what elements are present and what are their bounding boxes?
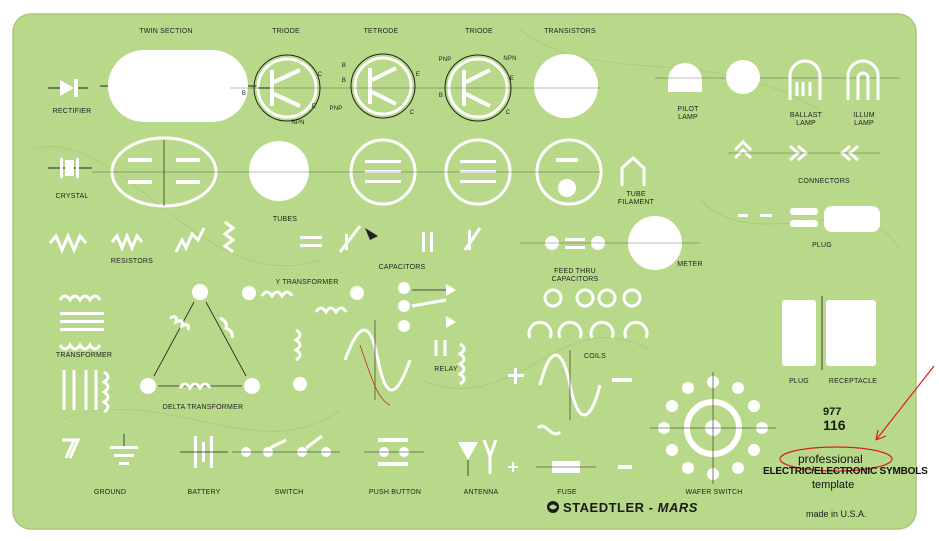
label-receptacle: RECEPTACLE (828, 378, 878, 385)
transformer-symbol-2 (62, 370, 110, 414)
label-capacitors: CAPACITORS (378, 264, 426, 271)
pilot-lamp-circle (726, 60, 760, 94)
label-coils: COILS (583, 353, 607, 360)
label-pilot-lamp-1: PILOT (677, 106, 699, 113)
label-e1-c: E (509, 76, 515, 82)
label-npn-2: NPN (503, 56, 517, 62)
made-in-label: made in U.S.A. (806, 509, 867, 519)
brand-dash: - (644, 500, 658, 515)
label-b2-b: B (341, 78, 347, 84)
label-switch: SWITCH (274, 489, 304, 496)
title-symbols: ELECTRIC/ELECTRONIC SYMBOLS (763, 466, 928, 477)
capacitor-symbols (300, 225, 482, 253)
label-delta-transformer: DELTA TRANSFORMER (162, 404, 244, 411)
label-plug-2: PLUG (789, 378, 809, 385)
crystal-symbol (48, 158, 92, 178)
label-c1-c: C (505, 110, 511, 116)
red-annotation (779, 365, 935, 472)
label-b1-c: B (438, 93, 444, 99)
ground-symbol (62, 434, 138, 465)
label-ballast-lamp-2: LAMP (796, 120, 816, 127)
label-e1-b: E (415, 72, 421, 78)
label-fuse: FUSE (557, 489, 577, 496)
label-transformer: TRANSFORMER (55, 352, 113, 359)
tetrode-transistor (350, 53, 416, 119)
label-e1-a: E (311, 104, 317, 110)
rectifier-symbol (48, 79, 88, 97)
sine-wave-1 (343, 320, 412, 406)
staedtler-logo-icon (547, 501, 559, 513)
label-y-transformer: Y TRANSFORMER (275, 279, 339, 286)
model-number-bottom: 116 (823, 417, 846, 433)
label-twin-section: TWIN SECTION (139, 28, 193, 35)
twin-section-cutout (108, 50, 248, 122)
label-tube-filament-2: FILAMENT (617, 199, 655, 206)
label-meter: METER (677, 261, 703, 268)
label-push-button: PUSH BUTTON (368, 489, 422, 496)
push-button-symbol (364, 438, 424, 466)
model-number-top: 977 (823, 406, 842, 418)
label-pnp-1: PNP (329, 106, 343, 112)
green-plate (12, 13, 917, 530)
label-antenna: ANTENNA (463, 489, 499, 496)
label-b1-a: B (241, 91, 247, 97)
illum-lamp-symbol (846, 59, 880, 100)
battery-symbol (180, 436, 228, 468)
label-illum-lamp-1: ILLUM (853, 112, 875, 119)
label-b1-b: B (341, 63, 347, 69)
ballast-lamp-symbol (788, 59, 822, 100)
y-transformer-symbol (242, 286, 364, 391)
brand-mars: MARS (657, 500, 698, 515)
brand-name: STAEDTLER - MARS (563, 500, 698, 515)
label-feed-thru-2: CAPACITORS (551, 276, 599, 283)
label-triode-1: TRIODE (272, 28, 300, 35)
label-battery: BATTERY (187, 489, 221, 496)
coils-symbol (527, 288, 649, 339)
label-triode-2: TRIODE (465, 28, 493, 35)
plug-symbol (738, 206, 880, 232)
plus-minus-sine (508, 350, 632, 436)
transformer-symbol-1 (58, 294, 104, 351)
fuse-symbol (536, 461, 632, 473)
label-tube-filament-1: TUBE (626, 191, 646, 198)
tube-filament-symbol (620, 155, 646, 186)
label-relay: RELAY (434, 366, 458, 373)
title-professional: professional (798, 452, 863, 466)
label-ground: GROUND (93, 489, 127, 496)
label-illum-lamp-2: LAMP (854, 120, 874, 127)
title-template: template (812, 479, 855, 491)
label-rectifier: RECTIFIER (52, 108, 92, 115)
transistor-circle-cutout (534, 54, 598, 118)
relay-symbol (398, 282, 466, 386)
label-pilot-lamp-2: LAMP (678, 114, 698, 121)
label-tubes: TUBES (272, 216, 298, 223)
label-connectors: CONNECTORS (798, 178, 850, 185)
switch-symbol (232, 434, 340, 457)
label-c1-b: C (409, 110, 415, 116)
label-pnp-2: PNP (438, 57, 452, 63)
label-c1-a: C (317, 72, 323, 78)
label-tetrode: TETRODE (363, 28, 399, 35)
label-ballast-lamp-1: BALLAST (789, 112, 823, 119)
label-transistors: TRANSISTORS (544, 28, 596, 35)
tube-circle-cutout (249, 141, 309, 201)
plug-receptacle-symbol (782, 296, 876, 370)
label-plug: PLUG (812, 242, 832, 249)
label-crystal: CRYSTAL (55, 193, 89, 200)
antenna-symbol (458, 439, 518, 476)
brand-staedtler: STAEDTLER (563, 500, 645, 515)
label-feed-thru-1: FEED THRU (554, 268, 596, 275)
label-wafer-switch: WAFER SWITCH (685, 489, 743, 496)
wafer-switch-symbol (650, 372, 776, 484)
delta-transformer-symbol (140, 284, 260, 394)
scratch-marks (29, 29, 901, 432)
label-resistors: RESISTORS (110, 258, 154, 265)
label-npn-1: NPN (291, 120, 305, 126)
resistor-symbols (48, 220, 236, 254)
